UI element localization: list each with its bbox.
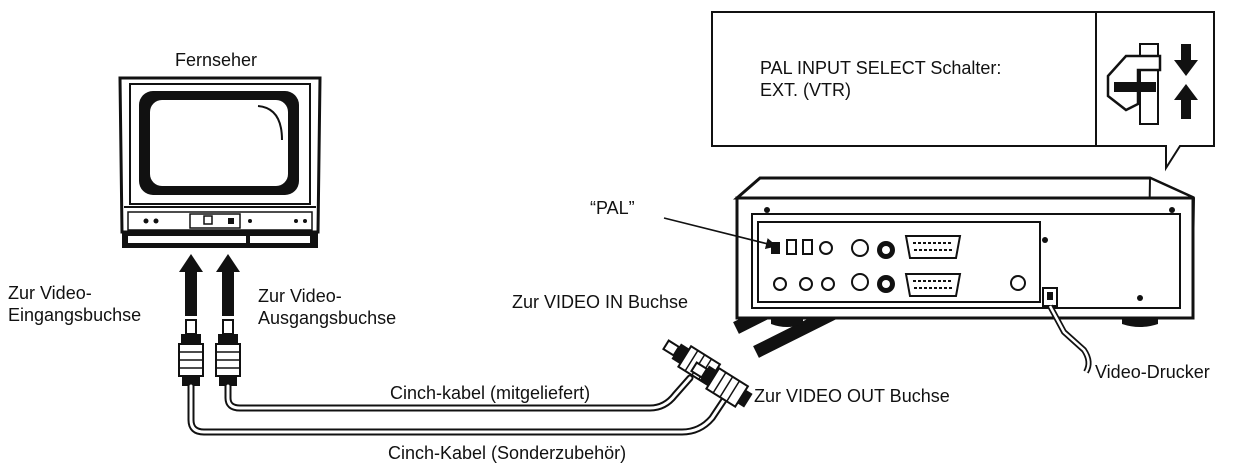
video-in-label: Zur VIDEO IN Buchse <box>512 292 689 312</box>
callout-bubble <box>711 11 1215 172</box>
tv-input-label-line1: Zur Video- <box>8 283 92 303</box>
tv-output-label-line1: Zur Video- <box>258 286 342 306</box>
cable-supplied-label: Cinch-kabel (mitgeliefert) <box>390 383 591 403</box>
arrow-to-tv-output <box>216 254 240 316</box>
arrow-up-icon <box>1174 84 1198 119</box>
television-icon <box>118 76 322 248</box>
tv-input-label-line2: Eingangsbuchse <box>8 305 142 325</box>
arrow-down-icon <box>1174 44 1198 76</box>
rca-plug-icon <box>690 361 753 409</box>
video-printer-icon <box>732 176 1196 374</box>
printer-label: Video-Drucker <box>1095 362 1210 382</box>
cable-supplied <box>224 374 694 412</box>
slide-switch-icon <box>1106 43 1162 125</box>
arrow-to-tv-input <box>179 254 203 316</box>
video-out-label: Zur VIDEO OUT Buchse <box>754 386 950 406</box>
pal-label: “PAL” <box>590 198 635 218</box>
cable-optional <box>187 382 728 436</box>
callout-line2: EXT. (VTR) <box>760 80 852 100</box>
pal-leader-line <box>663 217 778 249</box>
cable-optional-label: Cinch-Kabel (Sonderzubehör) <box>388 443 627 463</box>
rca-plug-icon <box>215 319 241 386</box>
tv-output-label-line2: Ausgangsbuchse <box>258 308 397 328</box>
tv-label: Fernseher <box>175 50 258 70</box>
callout-line1: PAL INPUT SELECT Schalter: <box>760 58 1002 78</box>
rca-plug-icon <box>178 319 204 386</box>
